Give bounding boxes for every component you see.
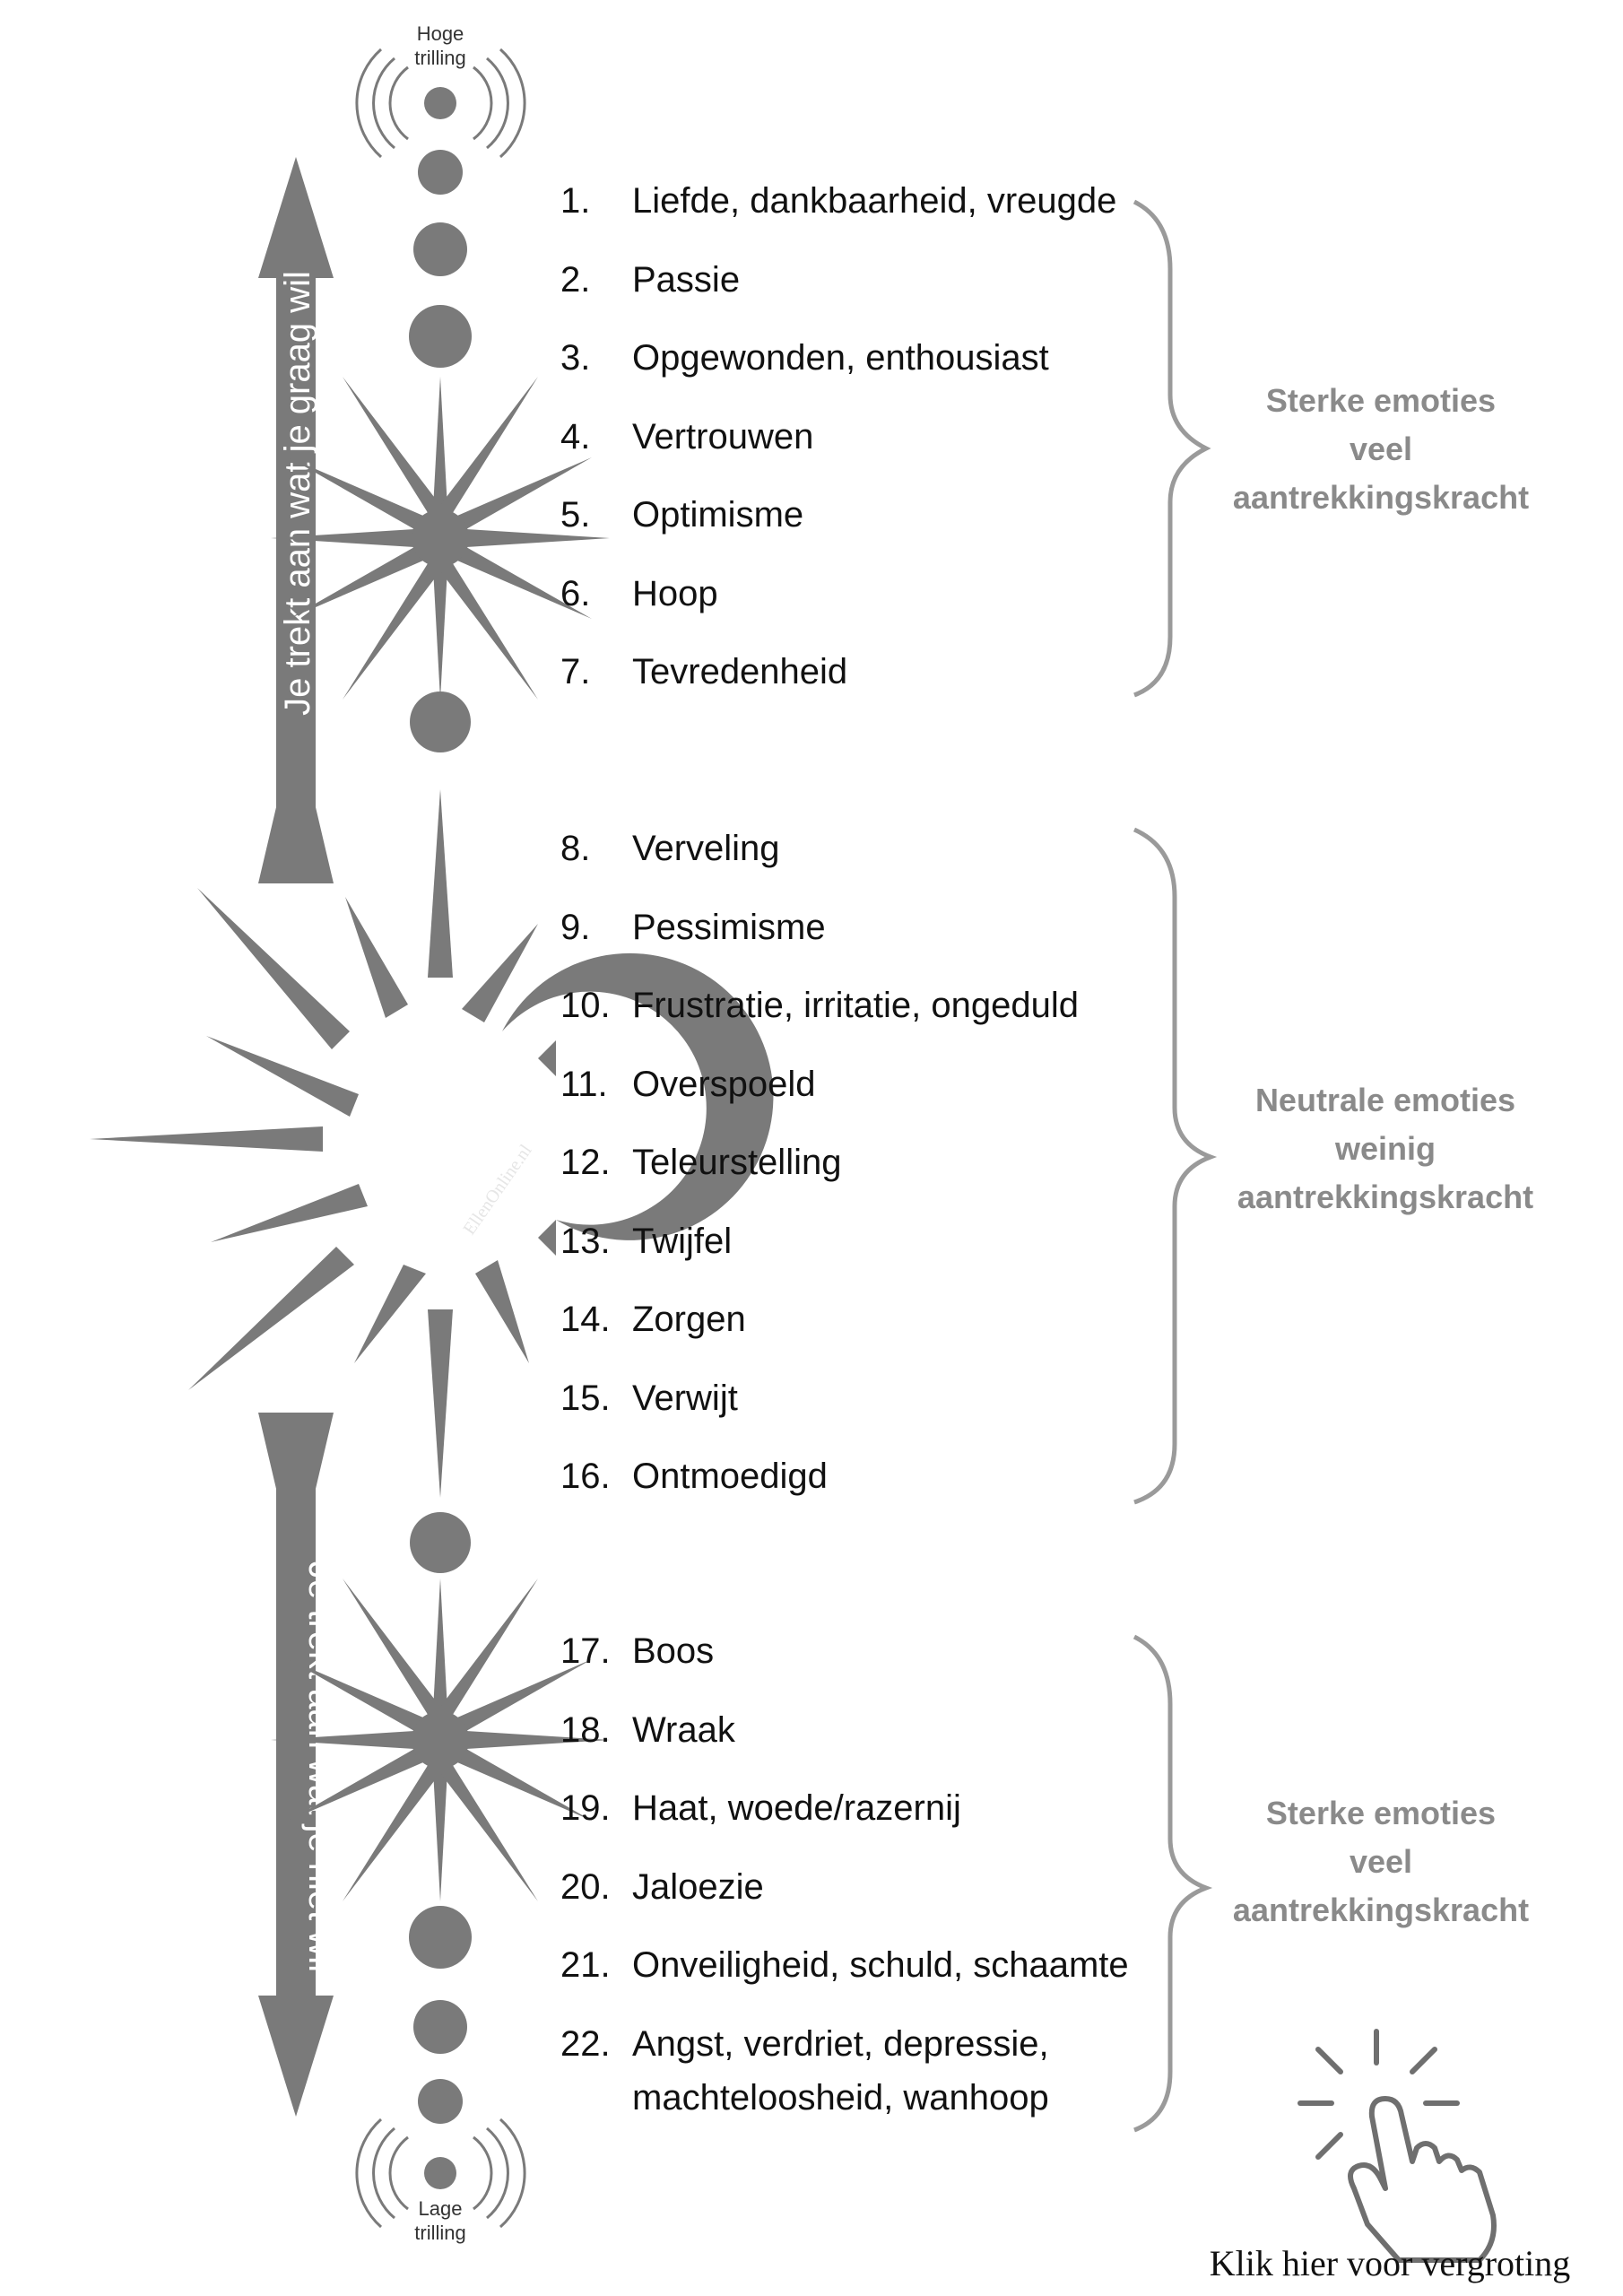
group-label-line: Neutrale emoties <box>1254 1082 1516 1118</box>
item-number: 16. <box>560 1457 611 1496</box>
item-text: Boos <box>632 1631 715 1671</box>
group-label-upper: Sterke emoties veel aantrekkingskracht <box>1202 377 1560 522</box>
item-text: Hoop <box>632 574 718 613</box>
item-text: Onveiligheid, schuld, schaamte <box>632 1945 1129 1985</box>
group-label-line: Sterke emoties <box>1265 382 1497 419</box>
item-text: Vertrouwen <box>632 417 814 457</box>
arrow-down-text: Je trekt aan wat je niet wil <box>301 1561 341 1972</box>
item-number: 19. <box>560 1788 611 1828</box>
item-number: 12. <box>560 1143 611 1182</box>
item-number: 22. <box>560 2024 611 2064</box>
upper-star-icon <box>271 377 610 700</box>
item-text: Opgewonden, enthousiast <box>632 338 1049 378</box>
item-text: Tevredenheid <box>632 652 848 691</box>
arrow-up-text: Je trekt aan wat je graag wil <box>278 271 317 716</box>
group-label-line: Sterke emoties <box>1265 1795 1497 1831</box>
dot <box>409 1906 472 1969</box>
dot <box>418 150 463 195</box>
group-label-line: weinig <box>1334 1130 1436 1167</box>
bracket-lower <box>1133 1634 1213 2133</box>
item-number: 5. <box>560 495 591 535</box>
item-number: 18. <box>560 1710 611 1750</box>
item-number: 1. <box>560 181 591 221</box>
low-label-line1: Lage <box>419 2197 463 2220</box>
item-text: Haat, woede/razernij <box>632 1788 961 1828</box>
bracket-middle <box>1133 827 1218 1505</box>
item-number: 10. <box>560 986 611 1025</box>
item-number: 6. <box>560 574 591 613</box>
dot <box>410 691 471 752</box>
item-number: 14. <box>560 1300 611 1339</box>
item-text: Verveling <box>632 829 780 868</box>
high-vibration-dot <box>424 87 456 119</box>
watermark-text: EllenOnline.nl <box>459 1141 535 1239</box>
item-text: Jaloezie <box>632 1867 764 1907</box>
item-text: Optimisme <box>632 495 804 535</box>
group-label-line: veel <box>1349 1843 1413 1880</box>
item-number: 21. <box>560 1945 611 1985</box>
item-number: 13. <box>560 1222 611 1261</box>
item-number: 3. <box>560 338 591 378</box>
item-number: 2. <box>560 260 591 300</box>
item-text: Zorgen <box>632 1300 746 1339</box>
high-label-line1: Hoge <box>417 22 464 45</box>
item-number: 11. <box>560 1065 608 1104</box>
item-number: 20. <box>560 1867 611 1907</box>
high-vibration-icon <box>355 48 526 159</box>
high-label-line2: trilling <box>414 47 465 69</box>
arrow-down: Je trekt aan wat je niet wil <box>258 1413 341 2117</box>
group-label-lower: Sterke emoties veel aantrekkingskracht <box>1202 1789 1560 1935</box>
item-number: 7. <box>560 652 591 691</box>
zoom-link[interactable]: Klik hier voor vergroting <box>1209 2243 1571 2283</box>
low-vibration-icon <box>355 2118 526 2229</box>
group-label-middle: Neutrale emoties weinig aantrekkingskrac… <box>1206 1076 1565 1222</box>
item-text: Angst, verdriet, depressie, <box>632 2024 1049 2064</box>
item-text: Overspoeld <box>632 1065 816 1104</box>
item-text: Verwijt <box>632 1378 738 1418</box>
item-text: Pessimisme <box>632 908 826 947</box>
dot <box>418 2079 463 2124</box>
item-number: 8. <box>560 829 591 868</box>
dot <box>413 2000 467 2054</box>
low-vibration-dot <box>424 2157 456 2189</box>
dot <box>413 222 467 276</box>
item-number: 4. <box>560 417 591 457</box>
group-label-line: aantrekkingskracht <box>1232 1892 1530 1928</box>
group-label-line: aantrekkingskracht <box>1237 1178 1534 1215</box>
item-number: 15. <box>560 1378 611 1418</box>
item-text: machteloosheid, wanhoop <box>632 2078 1049 2118</box>
group-label-line: veel <box>1349 430 1413 467</box>
dot <box>410 1512 471 1573</box>
item-text: Wraak <box>632 1710 735 1750</box>
item-text: Liefde, dankbaarheid, vreugde <box>632 181 1117 221</box>
lower-star-icon <box>271 1578 610 1901</box>
item-number: 17. <box>560 1631 611 1671</box>
item-text: Frustratie, irritatie, ongeduld <box>632 986 1080 1025</box>
group-label-line: aantrekkingskracht <box>1232 479 1530 516</box>
item-number: 9. <box>560 908 591 947</box>
hand-pointer-icon[interactable] <box>1298 2029 1497 2263</box>
item-text: Twijfel <box>632 1222 733 1261</box>
item-text: Teleurstelling <box>632 1143 842 1182</box>
arrow-up: Je trekt aan wat je graag wil <box>258 157 334 883</box>
item-text: Ontmoedigd <box>632 1457 828 1496</box>
dot <box>409 305 472 368</box>
bracket-upper <box>1133 199 1211 698</box>
item-text: Passie <box>632 260 741 300</box>
sun-moon-icon <box>90 789 774 1498</box>
emotion-list: 1. Liefde, dankbaarheid, vreugde 2. Passie… <box>560 0 1188 2296</box>
low-label-line2: trilling <box>414 2222 465 2244</box>
